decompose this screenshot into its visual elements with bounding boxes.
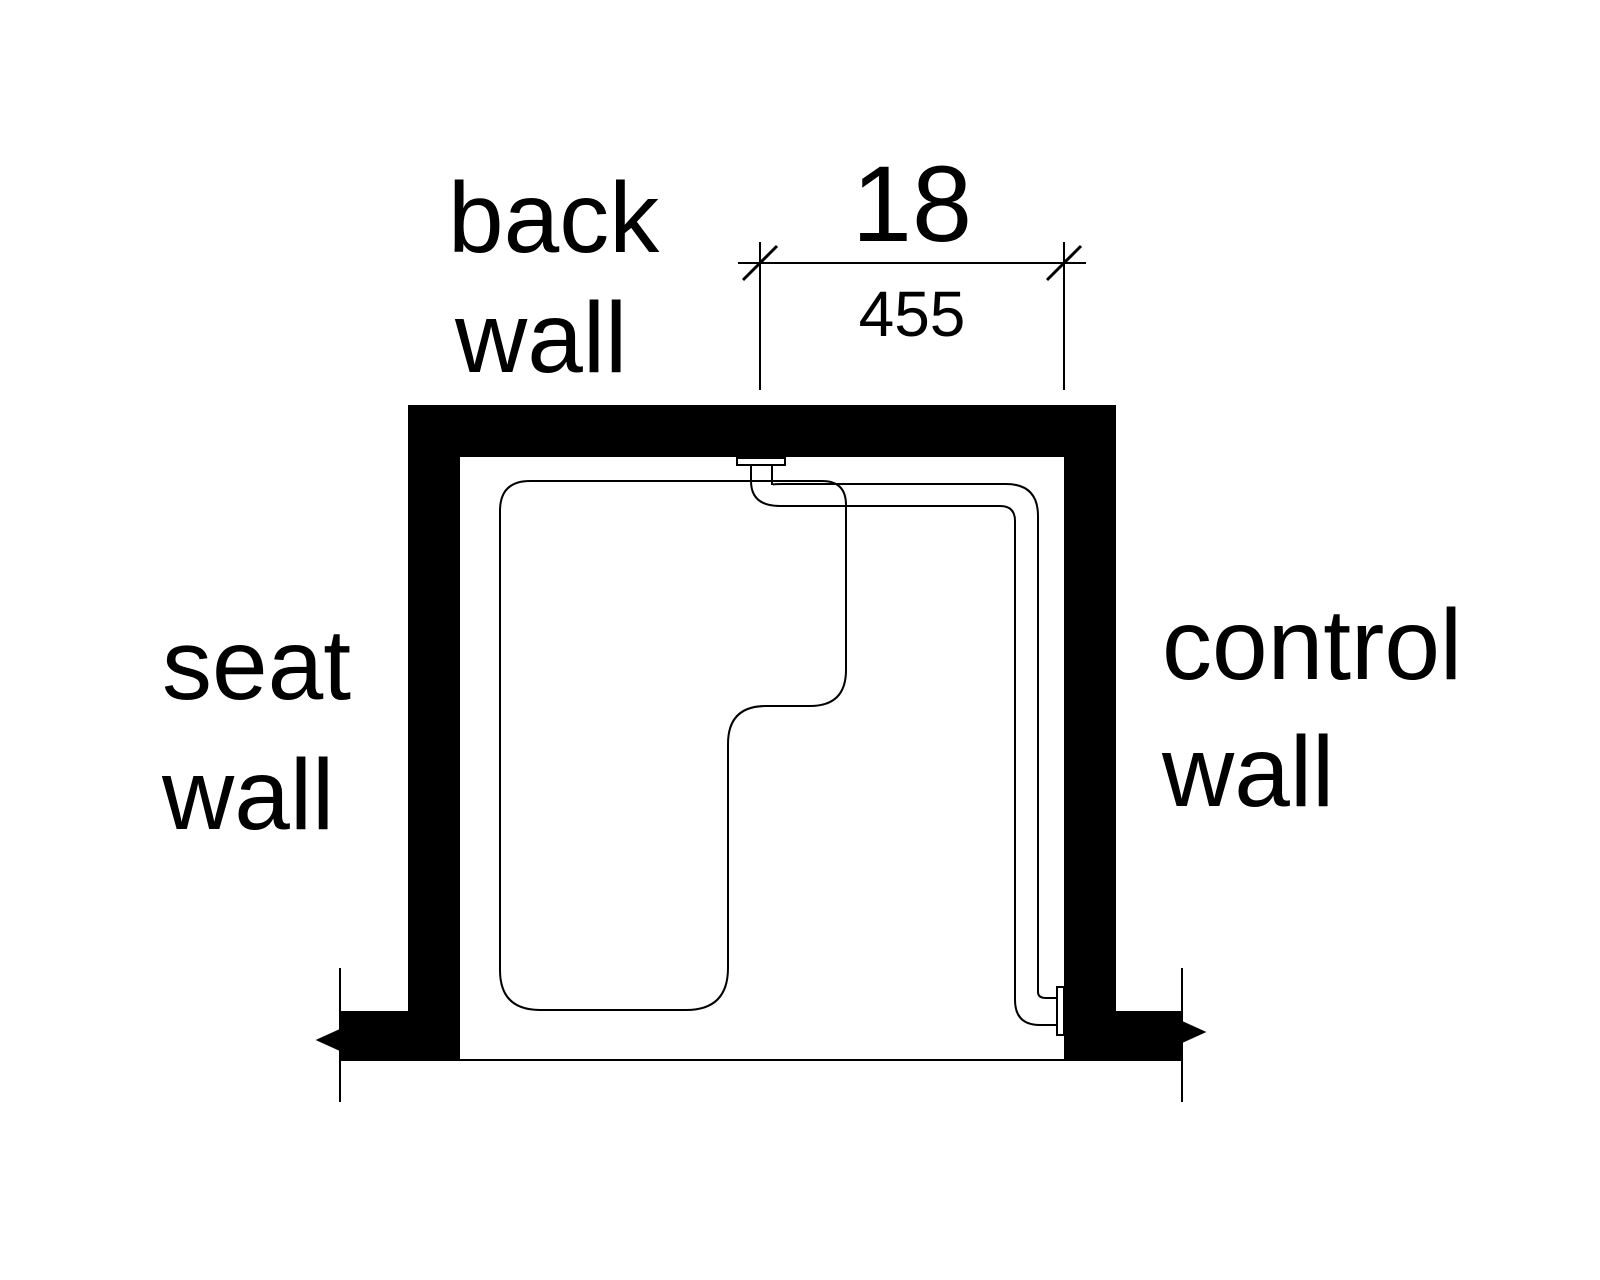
dimension-metric-value: 455 (858, 278, 966, 350)
control-wall-label-line1: control (1162, 589, 1463, 701)
back-wall (408, 405, 1116, 457)
shower-seat (499, 480, 847, 1011)
left-wall-stub (315, 1011, 409, 1061)
dimension-18-in (738, 242, 1086, 390)
grab-bar (736, 457, 1065, 1036)
dimension-imperial-value: 18 (851, 143, 973, 264)
seat-wall-label-line2: wall (162, 739, 335, 851)
dimension-tick-left (741, 244, 779, 282)
control-wall (1064, 405, 1116, 1060)
walls (408, 405, 1116, 1060)
grab-bar-outer-edge (750, 465, 1057, 1026)
back-wall-label-line1: back (448, 162, 660, 274)
seat-wall-label-line1: seat (162, 609, 352, 721)
control-wall-label-line2: wall (1162, 716, 1335, 828)
grab-bar-side-flange (1056, 986, 1065, 1036)
grab-bar-inner-edge (771, 465, 1057, 999)
seat-wall (408, 405, 460, 1060)
opening-lines (339, 968, 1183, 1102)
dimension-tick-right (1045, 244, 1083, 282)
right-wall-stub (1115, 1011, 1207, 1061)
grab-bar-back-flange (736, 457, 786, 466)
back-wall-label-line2: wall (455, 282, 628, 394)
